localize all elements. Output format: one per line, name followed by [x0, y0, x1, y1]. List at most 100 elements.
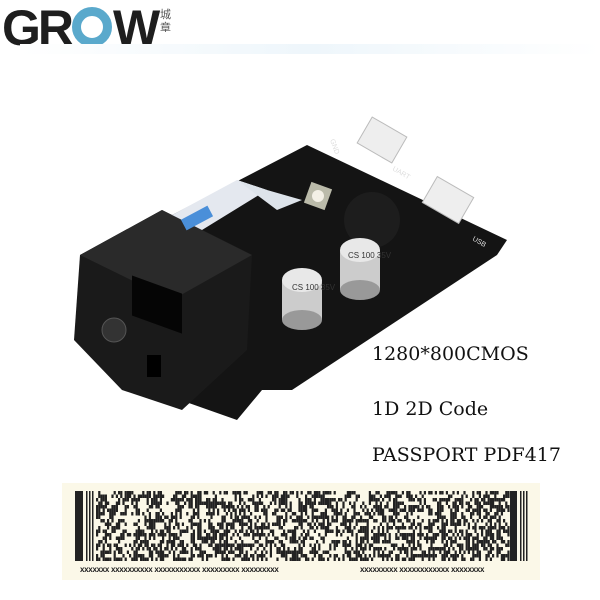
- barcode-module: [432, 519, 435, 523]
- barcode-module: [173, 557, 176, 561]
- barcode-module: [498, 505, 501, 509]
- barcode-module: [476, 498, 479, 502]
- barcode-module: [335, 540, 338, 544]
- start-bar: [86, 491, 88, 561]
- barcode-module: [454, 557, 457, 561]
- barcode-module: [342, 554, 345, 558]
- barcode-module: [368, 512, 371, 516]
- barcode-module: [443, 550, 446, 554]
- barcode-module: [212, 512, 215, 516]
- barcode-module: [217, 547, 220, 551]
- barcode-module: [441, 529, 444, 533]
- barcode-module: [296, 491, 299, 495]
- barcode-module: [122, 554, 125, 558]
- barcode-module: [432, 557, 435, 561]
- barcode-module: [184, 501, 187, 505]
- barcode-module: [159, 501, 162, 505]
- barcode-module: [489, 501, 492, 505]
- barcode-module: [439, 491, 442, 495]
- barcode-module: [324, 529, 327, 533]
- barcode-module: [274, 536, 277, 540]
- barcode-module: [454, 512, 457, 516]
- barcode-module: [214, 550, 217, 554]
- barcode-module: [448, 498, 451, 502]
- barcode-module: [298, 508, 301, 512]
- barcode-module: [507, 533, 510, 537]
- barcode-module: [267, 505, 270, 509]
- barcode-module: [162, 494, 165, 498]
- barcode-module: [258, 554, 261, 558]
- barcode-module: [291, 529, 294, 533]
- barcode-module: [472, 508, 475, 512]
- barcode-module: [214, 494, 217, 498]
- barcode-module: [239, 498, 242, 502]
- barcode-module: [157, 494, 160, 498]
- barcode-module: [327, 529, 330, 533]
- barcode-module: [309, 522, 312, 526]
- barcode-module: [173, 515, 176, 519]
- barcode-module: [399, 494, 402, 498]
- barcode-module: [126, 494, 129, 498]
- barcode-module: [124, 494, 127, 498]
- barcode-module: [313, 522, 316, 526]
- barcode-module: [151, 543, 154, 547]
- barcode-module: [313, 501, 316, 505]
- barcode-module: [302, 505, 305, 509]
- barcode-module: [390, 515, 393, 519]
- barcode-module: [430, 491, 433, 495]
- barcode-module: [300, 501, 303, 505]
- barcode-module: [430, 540, 433, 544]
- barcode-module: [498, 536, 501, 540]
- barcode-module: [395, 501, 398, 505]
- barcode-module: [212, 536, 215, 540]
- barcode-module: [408, 557, 411, 561]
- barcode-module: [492, 554, 495, 558]
- barcode-module: [478, 526, 481, 530]
- barcode-module: [109, 512, 112, 516]
- barcode-module: [494, 526, 497, 530]
- barcode-module: [465, 543, 468, 547]
- barcode-module: [384, 536, 387, 540]
- barcode-module: [346, 519, 349, 523]
- barcode-module: [159, 498, 162, 502]
- barcode-module: [102, 554, 105, 558]
- barcode-module: [283, 491, 286, 495]
- barcode-module: [441, 533, 444, 537]
- barcode-module: [236, 515, 239, 519]
- barcode-module: [294, 554, 297, 558]
- barcode-module: [342, 557, 345, 561]
- barcode-module: [331, 508, 334, 512]
- barcode-module: [113, 557, 116, 561]
- barcode-module: [384, 515, 387, 519]
- barcode-module: [443, 533, 446, 537]
- barcode-module: [232, 508, 235, 512]
- barcode-module: [417, 522, 420, 526]
- barcode-module: [500, 536, 503, 540]
- barcode-module: [153, 522, 156, 526]
- barcode-module: [104, 494, 107, 498]
- barcode-module: [153, 491, 156, 495]
- barcode-module: [390, 519, 393, 523]
- barcode-module: [296, 515, 299, 519]
- barcode-module: [96, 529, 99, 533]
- barcode-module: [474, 526, 477, 530]
- barcode-module: [120, 536, 123, 540]
- barcode-module: [256, 505, 259, 509]
- barcode-module: [300, 550, 303, 554]
- barcode-module: [107, 501, 110, 505]
- barcode-module: [289, 505, 292, 509]
- barcode-module: [452, 557, 455, 561]
- barcode-module: [100, 498, 103, 502]
- barcode-module: [305, 505, 308, 509]
- barcode-module: [285, 501, 288, 505]
- barcode-module: [115, 536, 118, 540]
- barcode-module: [478, 505, 481, 509]
- barcode-module: [300, 515, 303, 519]
- barcode-module: [289, 515, 292, 519]
- barcode-module: [313, 547, 316, 551]
- barcode-module: [221, 501, 224, 505]
- barcode-module: [175, 533, 178, 537]
- barcode-module: [157, 533, 160, 537]
- barcode-module: [151, 554, 154, 558]
- barcode-module: [373, 540, 376, 544]
